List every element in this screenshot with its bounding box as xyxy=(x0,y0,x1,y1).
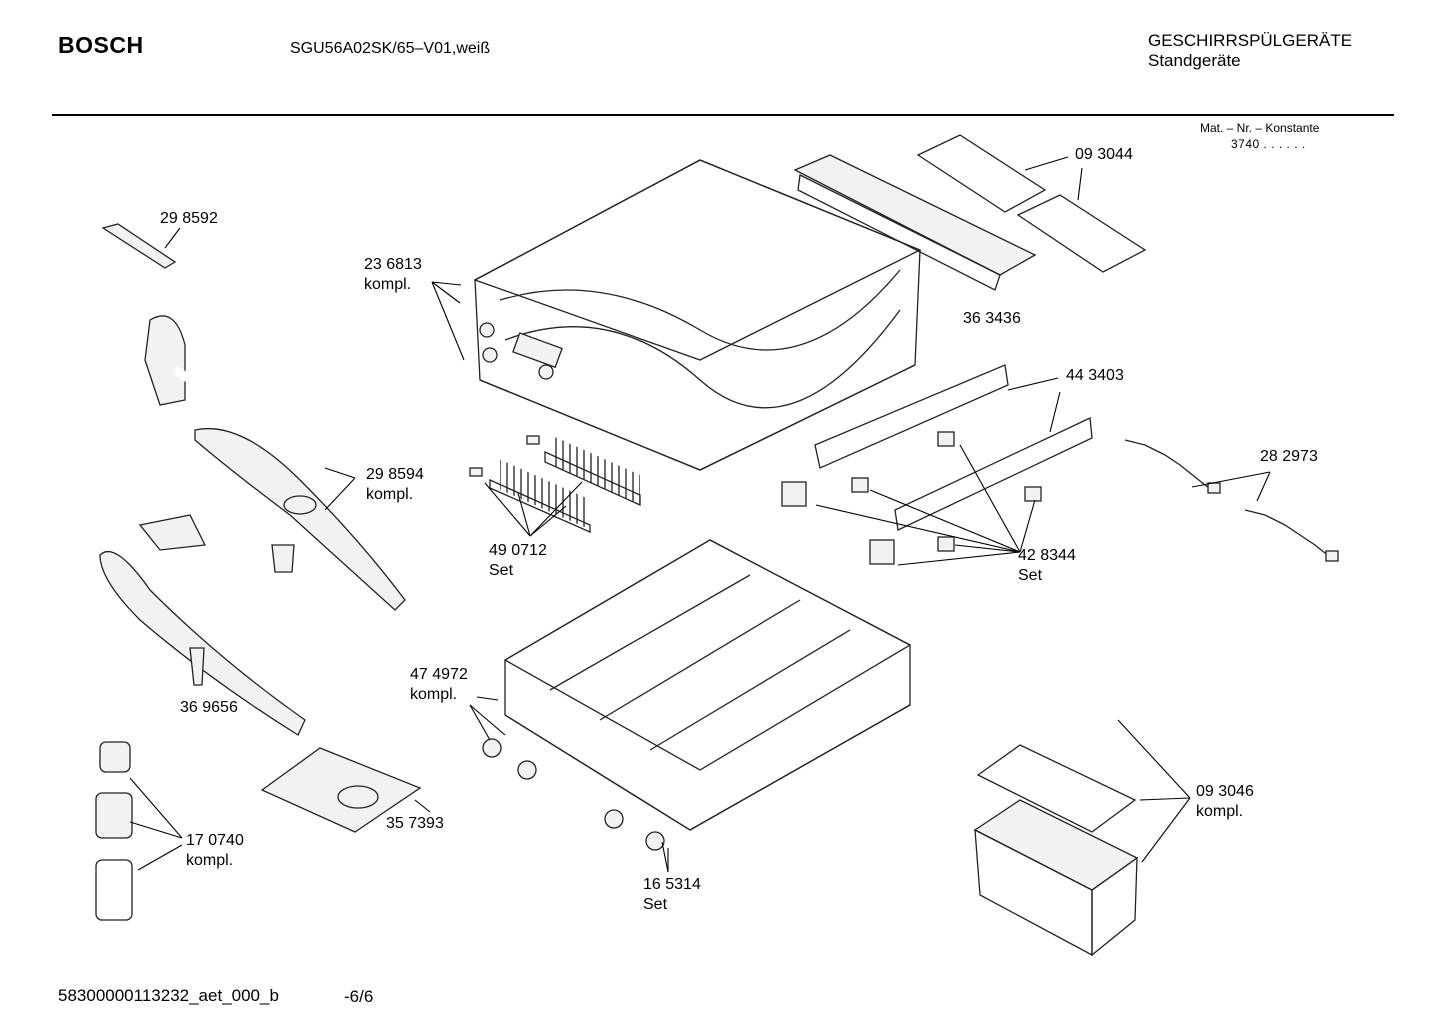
lower-spray-arm xyxy=(99,550,306,736)
part-label-44-3403: 44 3403 xyxy=(1066,367,1124,384)
upper-basket xyxy=(473,159,922,471)
fold-down-tines xyxy=(814,364,1093,531)
mat-nr-label: Mat. – Nr. – Konstante xyxy=(1200,121,1320,135)
cup-shelf-inserts xyxy=(916,134,1147,273)
tine-clips xyxy=(781,431,1042,565)
lower-basket xyxy=(482,539,912,851)
spray-supply-pipe xyxy=(101,223,323,551)
part-label-36-9656: 36 9656 xyxy=(180,699,238,716)
tine-rows xyxy=(469,434,641,533)
category-title: GESCHIRRSPÜLGERÄTE xyxy=(1148,31,1353,50)
document-id: 58300000113232_aet_000_b xyxy=(58,986,279,1005)
upper-spray-arm xyxy=(194,427,406,611)
part-label-36-3436: 36 3436 xyxy=(963,310,1021,327)
part-label-29-8592: 29 8592 xyxy=(160,210,218,227)
part-label-28-2973: 28 2973 xyxy=(1260,448,1318,465)
cutlery-basket xyxy=(973,661,1139,957)
part-label-35-7393: 35 7393 xyxy=(386,815,444,832)
subcategory-title: Standgeräte xyxy=(1148,51,1241,70)
header-divider xyxy=(52,114,1394,116)
page-number: -6/6 xyxy=(344,987,374,1006)
part-label-09-3044: 09 3044 xyxy=(1075,146,1133,163)
filter-set xyxy=(95,741,133,921)
brand-logo: BOSCH xyxy=(58,32,144,58)
cover-plate xyxy=(260,747,422,833)
model-number: SGU56A02SK/65–V01,weiß xyxy=(290,40,491,57)
mat-nr-value: 3740 . . . . . . xyxy=(1231,137,1306,151)
cutlery-tray xyxy=(793,154,1037,291)
leader-lines xyxy=(129,156,1271,873)
